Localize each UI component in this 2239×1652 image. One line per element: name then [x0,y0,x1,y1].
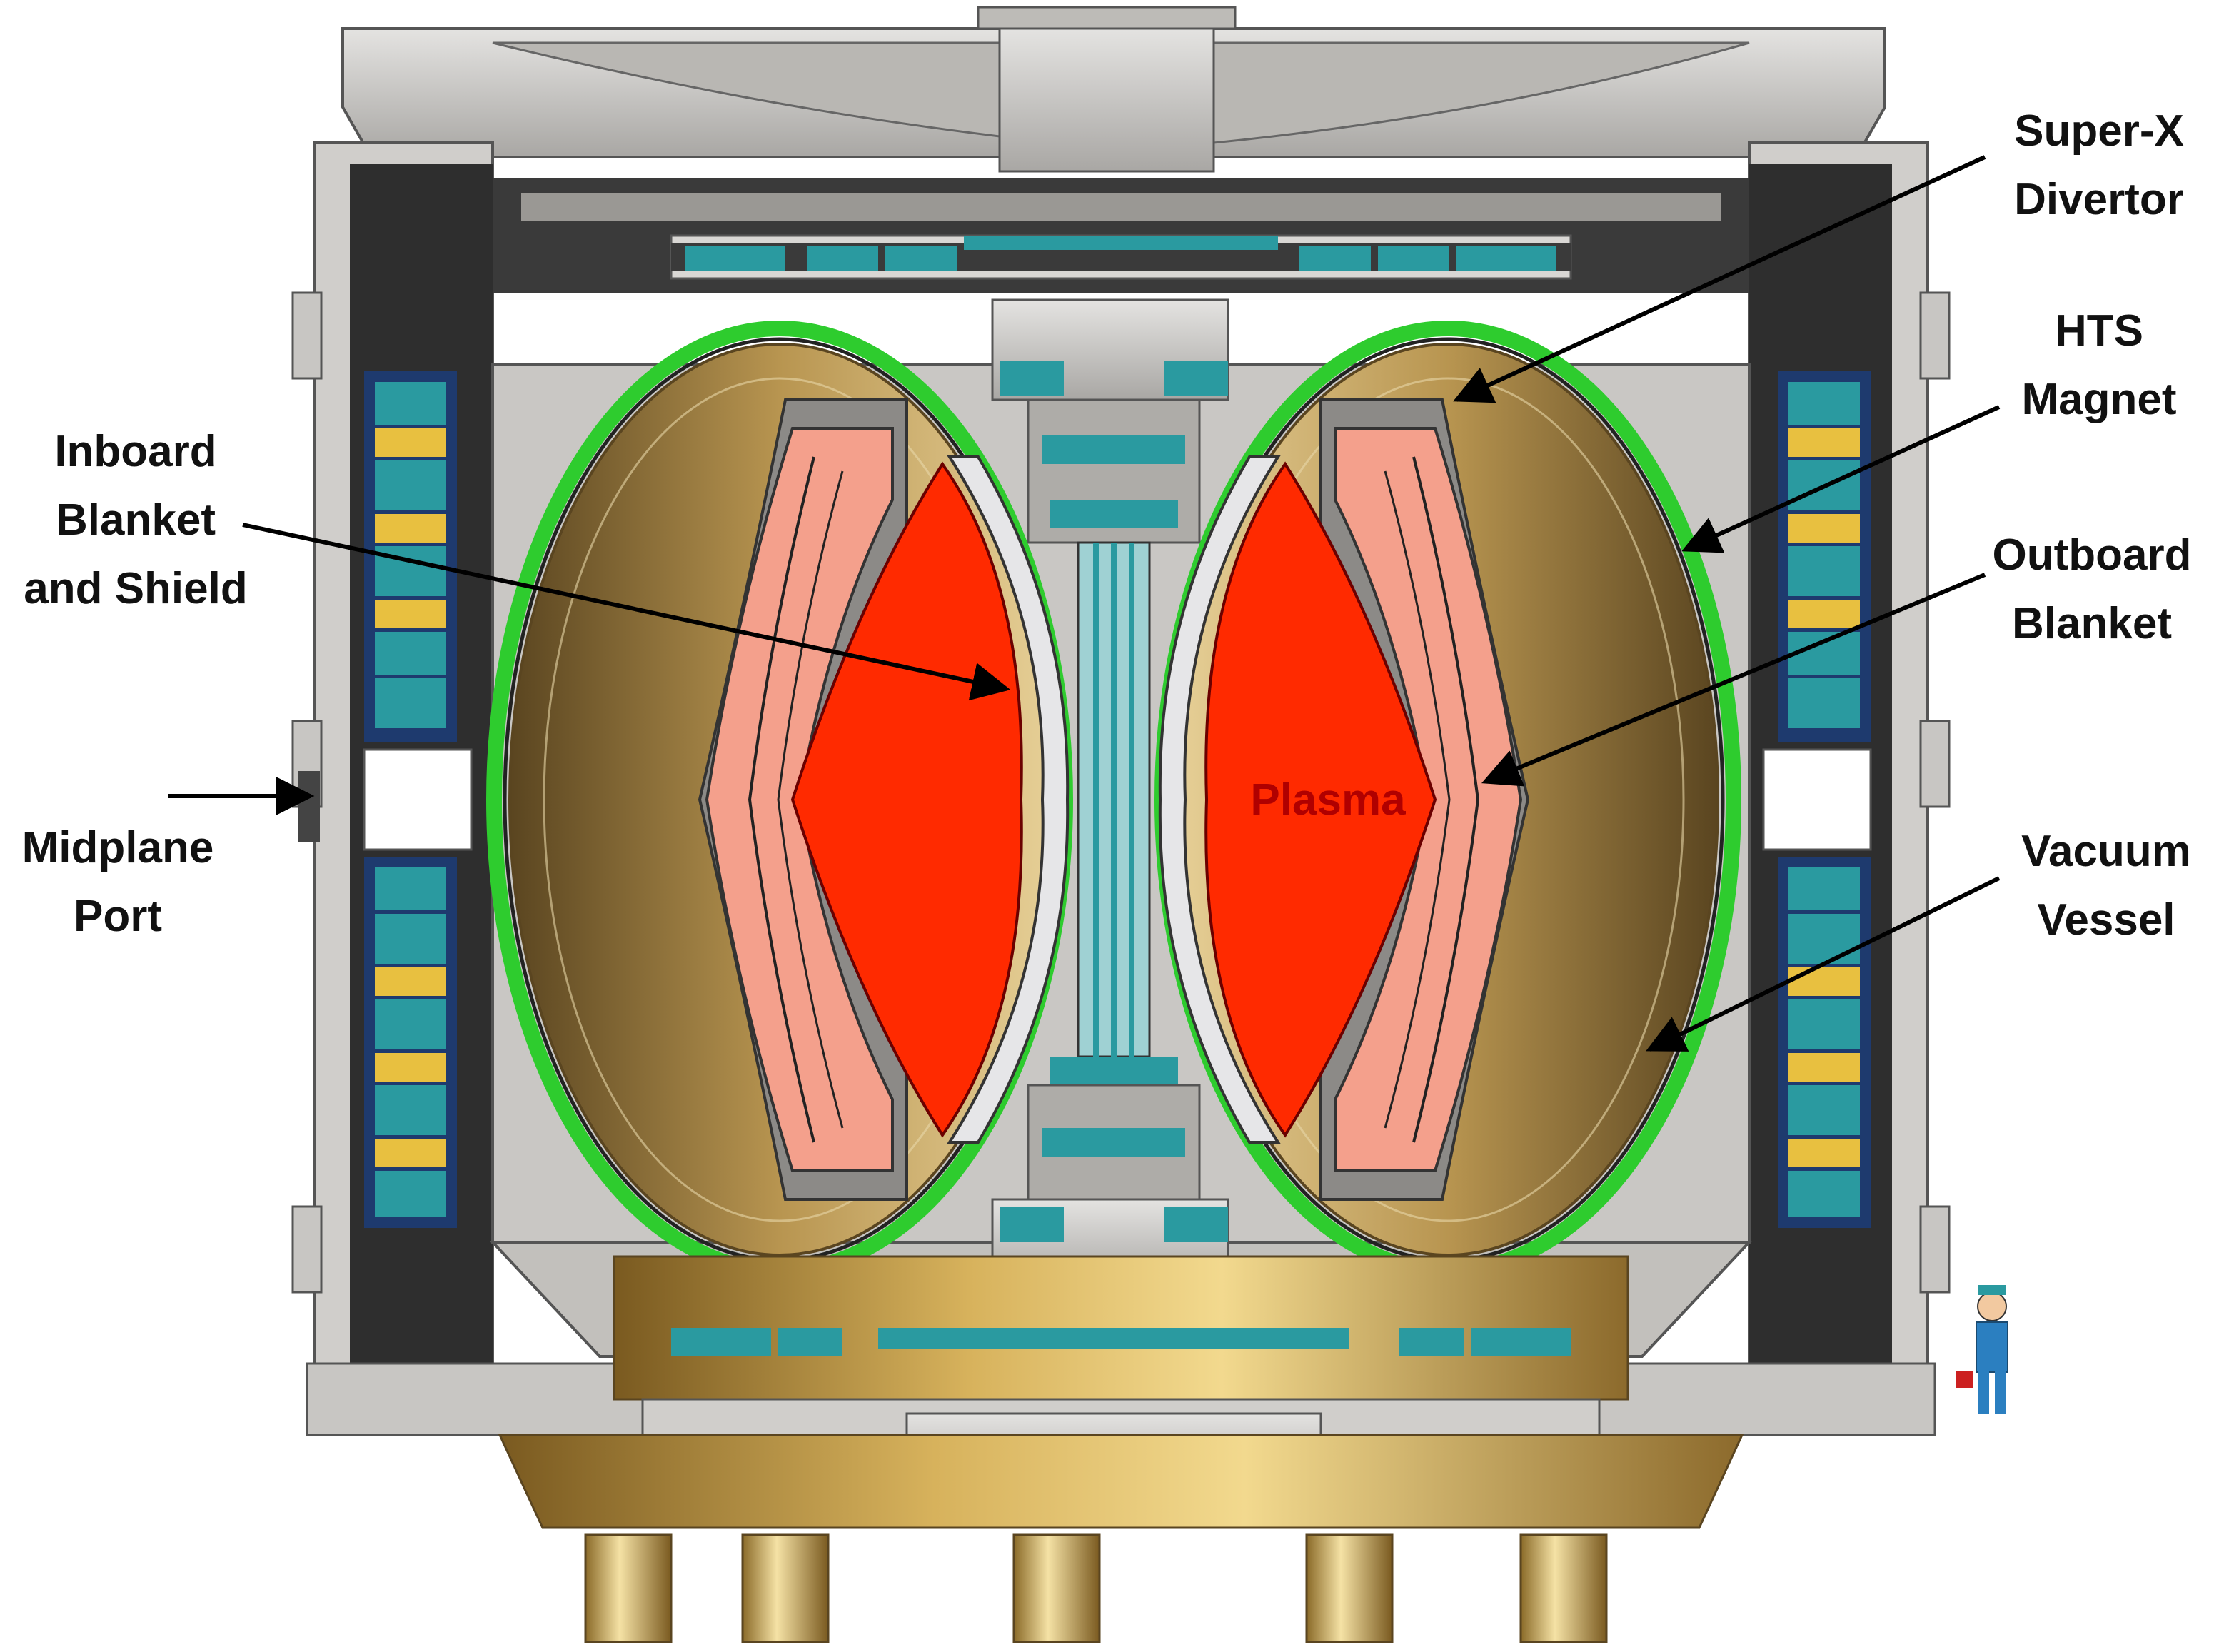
label-outboard-blanket: Outboard Blanket [1985,521,2199,658]
inboard-blanket-shield [947,455,1070,1144]
leader-arrows [168,155,2001,1052]
plasma-left [790,461,1023,1138]
left-chamber [486,321,1073,1279]
label-hts-magnet: HTS Magnet [2013,297,2185,434]
plasma-right [1204,461,1437,1138]
label-vacuum-line2: Vessel [2037,895,2175,945]
label-outboard-line2: Blanket [2012,599,2172,648]
label-plasma: Plasma [1250,775,1406,825]
arrow-inboard-blanket [242,523,1011,701]
label-outboard-line1: Outboard [1992,530,2192,580]
label-inboard-line1: Inboard [54,427,217,476]
right-pf-coil-stack [1778,371,1871,1228]
label-vacuum-vessel: Vacuum Vessel [2006,817,2206,955]
label-inboard-line2: Blanket [56,495,216,545]
label-vacuum-line1: Vacuum [2021,827,2191,876]
arrow-super-x-divertor [1453,155,1986,403]
label-midplane-port: Midplane Port [11,814,225,951]
arrow-outboard-blanket [1481,573,1986,787]
lower-machinery [498,1255,1744,1529]
arrow-vacuum-vessel [1646,876,2001,1052]
label-midplane-line2: Port [74,892,162,941]
upper-coil-row [671,236,1571,271]
left-pf-coil-stack [364,371,457,1228]
bottom-pipes [584,1533,1608,1643]
label-midplane-line1: Midplane [21,823,214,872]
person-scale-figure [1956,1285,2008,1414]
label-hts-line1: HTS [2055,306,2143,356]
label-inboard-blanket: Inboard Blanket and Shield [14,418,257,623]
label-super-x-line1: Super-X [2014,106,2184,156]
label-inboard-line3: and Shield [24,564,248,613]
right-chamber [1154,321,1741,1279]
label-super-x-divertor: Super-X Divertor [1992,97,2206,234]
central-column [991,298,1229,1286]
label-hts-line2: Magnet [2021,375,2177,424]
label-super-x-line2: Divertor [2014,175,2184,224]
arrow-hts-magnet [1681,405,2001,553]
